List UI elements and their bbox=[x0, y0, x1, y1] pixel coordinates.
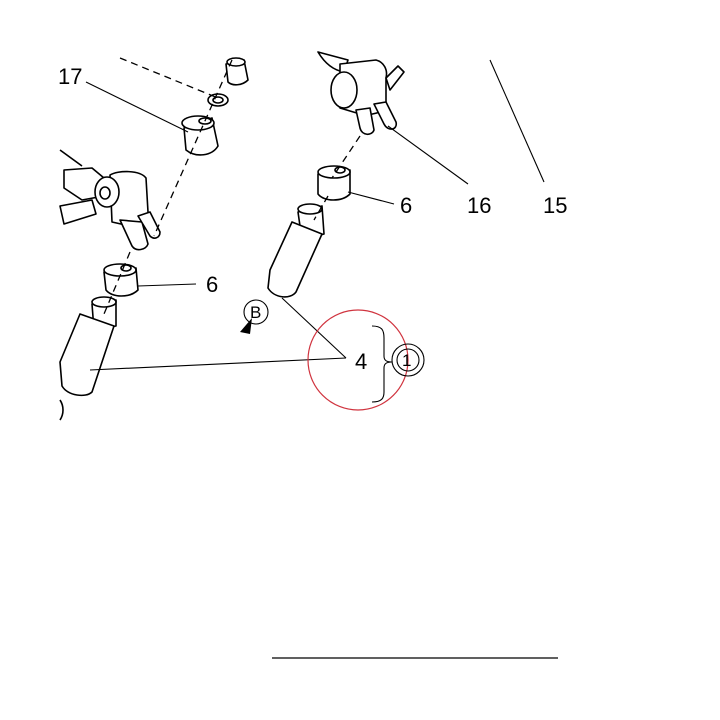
highlight-circle bbox=[307, 309, 409, 411]
circled-1-outer bbox=[391, 343, 425, 377]
view-b-label: B bbox=[250, 303, 261, 322]
assembly-center-lines bbox=[103, 57, 361, 315]
callout-17: 17 bbox=[58, 64, 82, 89]
callout-6-right: 6 bbox=[400, 193, 412, 218]
right-rocker-arm bbox=[317, 51, 405, 136]
left-valve-seal bbox=[181, 57, 249, 156]
view-b-arrow bbox=[240, 318, 252, 334]
right-pushrod-cup bbox=[317, 165, 351, 201]
left-pushrod-cup bbox=[103, 263, 139, 297]
left-rocker-arm bbox=[59, 149, 161, 251]
right-valve-guide bbox=[267, 203, 325, 298]
callout-15: 15 bbox=[543, 193, 567, 218]
callout-16: 16 bbox=[467, 193, 491, 218]
view-b-marker bbox=[243, 299, 269, 325]
assembly-brace bbox=[371, 325, 393, 403]
left-valve-guide bbox=[59, 296, 117, 421]
callout-1: 1 bbox=[402, 351, 411, 370]
circled-1-inner bbox=[396, 348, 420, 372]
callout-6-left: 6 bbox=[206, 272, 218, 297]
leader-lines bbox=[85, 59, 545, 371]
callout-4: 4 bbox=[355, 349, 367, 374]
